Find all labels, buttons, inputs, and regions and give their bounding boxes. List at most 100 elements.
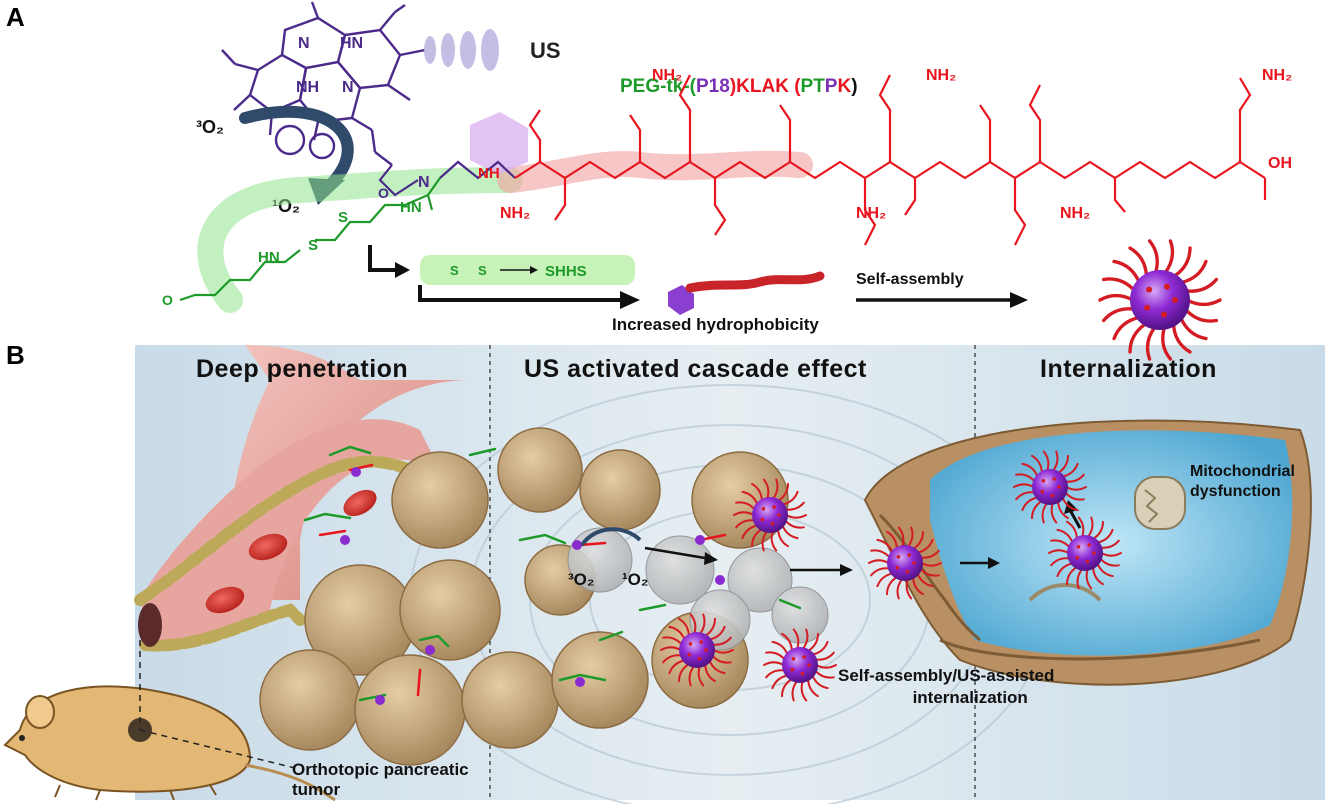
nh2-label-1: NH₂ xyxy=(652,67,682,84)
peg-chain xyxy=(179,177,441,302)
peptide-name-klak: )KLAK ( xyxy=(730,76,801,97)
porphyrin-n-label: N xyxy=(298,35,310,52)
nh2-label-3: NH₂ xyxy=(1262,67,1292,84)
porphyrin-n2-label: N xyxy=(342,79,354,96)
mito-line-2: dysfunction xyxy=(1190,483,1281,500)
nh2-label-5: NH₂ xyxy=(856,205,886,222)
cascade-arrow-1 xyxy=(644,546,706,560)
gray-cells xyxy=(567,527,829,651)
nanoparticle-core xyxy=(1067,535,1103,571)
nanoparticle-dot xyxy=(790,667,795,672)
nanoparticle-core xyxy=(782,647,818,683)
nanoparticle-dot xyxy=(1172,297,1178,303)
nanoparticle-dot xyxy=(1087,543,1092,547)
nanoparticle-arm xyxy=(1098,293,1135,302)
cleavage-product: SHHS xyxy=(545,263,587,280)
nanoparticle-dot xyxy=(699,640,704,644)
nanoparticle-dot xyxy=(760,517,765,522)
nanoparticle-dot xyxy=(1092,551,1096,555)
panel-b: ³O₂ ¹O₂ xyxy=(3,239,1325,804)
nanoparticle-dot xyxy=(770,521,775,526)
section-title-deep-penetration: Deep penetration xyxy=(196,355,409,383)
porphyrin-linker xyxy=(378,160,516,197)
peptide-name-close: ) xyxy=(851,76,857,97)
nanoparticle-dot xyxy=(896,555,901,559)
nanoparticle-dot xyxy=(1050,493,1055,498)
peptide-name-k: K xyxy=(837,76,851,97)
nanoparticle-arm xyxy=(1101,277,1137,293)
nanoparticle-dot xyxy=(895,565,900,570)
tumor-line-2: tumor xyxy=(292,780,341,799)
nanoparticle-dot xyxy=(1161,311,1168,318)
nanoparticle-dot xyxy=(1075,555,1080,560)
nanoparticle-cascade-3 xyxy=(763,628,837,702)
self-assembly-internalization-label: Self-assembly/US-assisted internalizatio… xyxy=(838,665,1054,709)
peptide-name-peg: PEG-tk-( xyxy=(620,76,697,97)
nanoparticle-internalized xyxy=(1048,516,1122,590)
nanoparticle-dot xyxy=(704,648,708,652)
peptide-name-p18: P18 xyxy=(696,76,730,97)
linker-o-label: O xyxy=(378,185,389,201)
nanoparticle-core xyxy=(752,497,788,533)
nanoparticle-dot xyxy=(1057,485,1061,489)
nanoparticle-panel-a xyxy=(1098,239,1222,361)
nh2-label-6: NH₂ xyxy=(1060,205,1090,222)
peg-hn-label: HN xyxy=(258,249,280,266)
nanoparticle-dot xyxy=(1041,479,1046,483)
nanoparticle-entering-cell xyxy=(868,526,942,600)
nanoparticle-dot xyxy=(1076,545,1081,549)
mito-arrow xyxy=(1068,509,1082,529)
nanoparticles-group xyxy=(660,239,1222,702)
linker-n-label: N xyxy=(418,174,430,191)
cleavage-arrow-1 xyxy=(368,245,395,272)
klak-backbone xyxy=(514,74,1267,246)
zoom-dashed-line-2 xyxy=(139,729,296,769)
nanoparticle-dot xyxy=(1052,477,1057,481)
methoxy-label: O xyxy=(162,292,173,308)
nanoparticle-dot xyxy=(1085,559,1090,564)
blood-vessel xyxy=(134,345,470,652)
nanoparticle-core xyxy=(1130,270,1190,330)
nanoparticle-cascade-2 xyxy=(660,613,734,687)
thioketal-s2: S xyxy=(308,237,318,254)
self-assembly-label: Self-assembly xyxy=(856,271,964,288)
panel-b-label: B xyxy=(6,340,25,370)
nanoparticle-cascade-1 xyxy=(733,478,807,552)
nh-label-start: NH xyxy=(478,165,500,182)
thioketal-s3: S xyxy=(450,263,459,278)
us-label: US xyxy=(530,38,561,63)
peg-nh-label: HN xyxy=(400,199,422,216)
p18-hexagon xyxy=(470,112,528,175)
p18-dots xyxy=(340,467,725,705)
self-assembly-line-1: Self-assembly/US-assisted xyxy=(838,666,1055,685)
peptide-name-pt: PT xyxy=(801,76,826,97)
mitochondrial-dysfunction-label: Mitochondrial dysfunction xyxy=(1190,462,1295,502)
panel-a-label: A xyxy=(6,2,25,32)
porphyrin-structure xyxy=(221,1,426,166)
oxygen-arrow-b xyxy=(580,527,642,547)
nanoparticle-arm xyxy=(1183,307,1219,323)
p18-residue-icon xyxy=(668,285,694,315)
oxygen-conversion-arrow xyxy=(239,105,354,191)
nanoparticle-dot xyxy=(687,652,692,657)
orthotopic-tumor-label: Orthotopic pancreatic tumor xyxy=(292,760,469,800)
nanoparticle-dot xyxy=(912,561,916,565)
klak-residue-icon xyxy=(685,271,825,293)
mouse-illustration xyxy=(3,685,336,802)
peptide-name: PEG-tk-(P18)KLAK (PTPK) xyxy=(620,76,858,97)
thioketal-s1: S xyxy=(338,209,348,226)
nanoparticle-arm xyxy=(1185,298,1222,307)
nanoparticle-mitochondria xyxy=(1013,450,1087,524)
nanoparticle-dot xyxy=(1164,283,1171,290)
panel-a: N HN NH N US PEG-tk-(P18)KLAK (PTPK) ³O₂… xyxy=(162,1,1292,334)
nanoparticle-dot xyxy=(772,505,777,509)
hydrophobicity-arrow xyxy=(418,285,620,302)
increased-hydrophobicity-label: Increased hydrophobicity xyxy=(612,315,819,334)
ultrasound-wave-icon xyxy=(424,29,499,71)
nanoparticle-dot xyxy=(807,663,811,667)
singlet-oxygen-label-b: ¹O₂ xyxy=(622,570,648,589)
peptide-name-p: P xyxy=(825,76,838,97)
nanoparticle-dot xyxy=(1146,286,1153,293)
nh2-label-2: NH₂ xyxy=(926,67,956,84)
